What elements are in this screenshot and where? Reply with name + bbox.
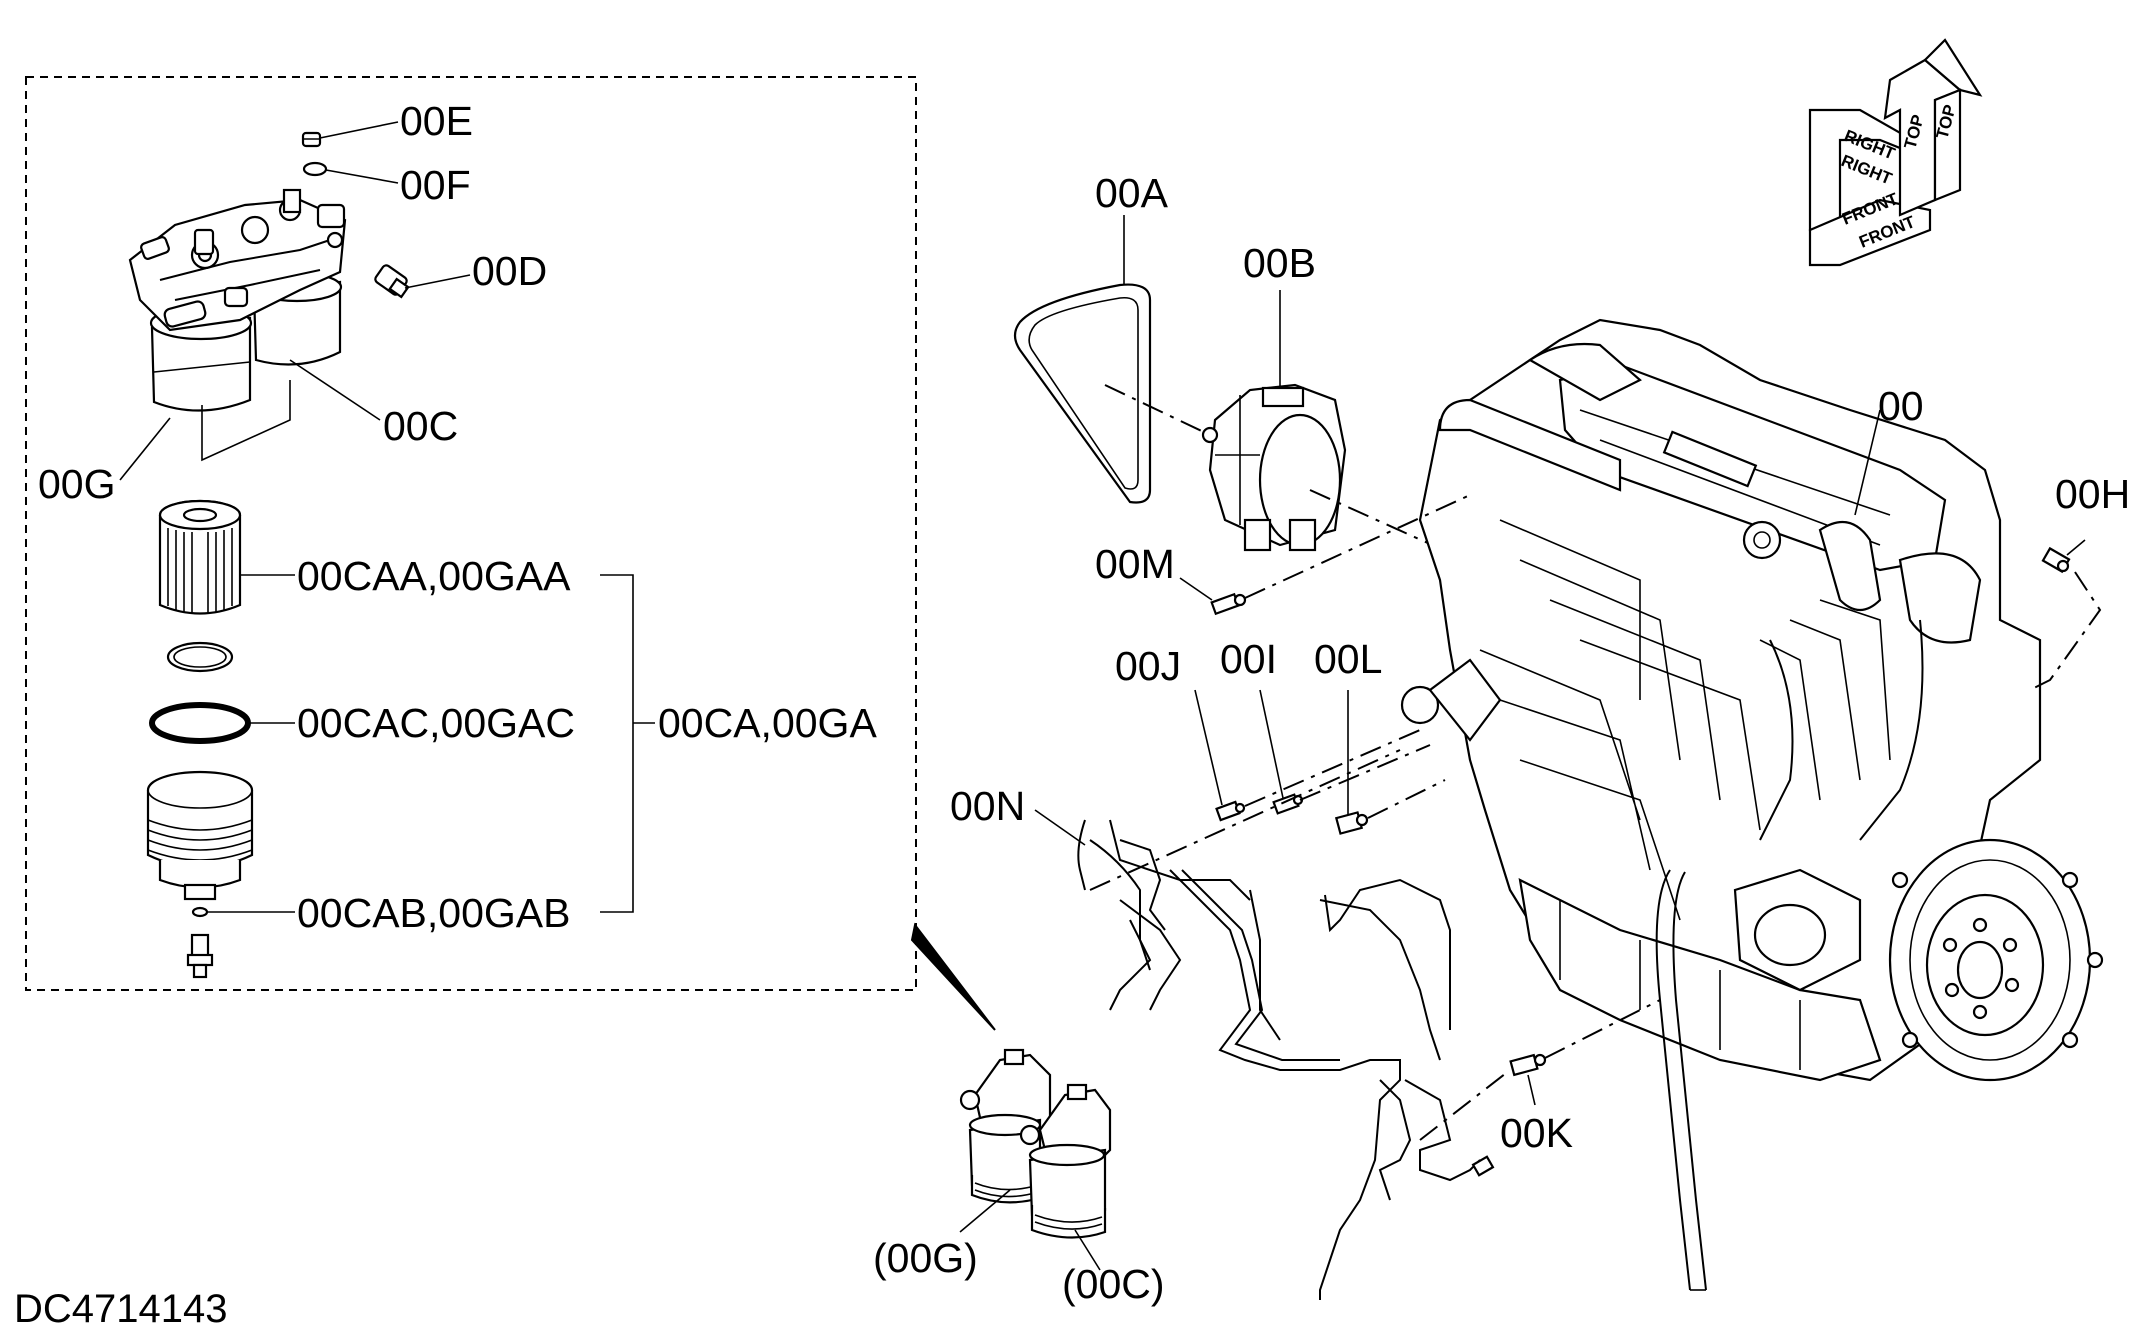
sensor-i-dash-line [1299,744,1431,801]
sensor-h-dash-line [2029,571,2102,691]
callout-oring-large: 00CAC,00GAC [297,700,575,746]
callout-element: 00CAA,00GAA [297,553,571,599]
callout-assembly-right: (00C) [1062,1261,1165,1307]
sensor-j [1215,800,1246,822]
harness-dash-line [1089,749,1401,891]
wiring-harness [1077,819,1495,1300]
sensor-h [2041,546,2071,574]
inset-pointer-arrow [910,922,996,1031]
drive-belt [1013,283,1152,504]
callout-00G: 00G [38,461,116,507]
callout-00M: 00M [1095,541,1175,587]
alternator [1201,383,1347,552]
sensor-i [1272,793,1304,815]
filter-bowl [146,770,254,901]
engine-assembly [1400,318,2104,1291]
callout-00C: 00C [383,403,458,449]
detail-inset-frame [25,76,917,991]
callout-00H: 00H [2055,471,2130,517]
callout-00L: 00L [1314,636,1382,682]
belt-dash-line [1104,384,1211,436]
callout-00D: 00D [472,248,547,294]
sensor-j-dash-line [1244,729,1421,807]
sensor-k-dash-line [1544,999,1661,1059]
bowl-bracket-line [201,380,291,462]
sensor-m [1210,592,1247,616]
callout-00F: 00F [400,162,471,208]
sensor-k [1509,1053,1547,1077]
small-o-ring [191,906,209,918]
large-o-ring [149,702,251,744]
callout-00E: 00E [400,98,473,144]
callout-00K: 00K [1500,1110,1573,1156]
callout-oring-small: 00CAB,00GAB [297,890,571,936]
switch-part [374,264,410,299]
callout-00J: 00J [1115,643,1181,689]
sensor-l [1334,811,1369,835]
plug-part [301,131,322,148]
drain-screw [186,933,214,979]
orientation-indicator: TOP TOP RIGHT RIGHT FRONT FRONT [1808,38,1983,267]
callout-00N: 00N [950,783,1025,829]
element-seal-ring [166,641,234,673]
document-number: DC4714143 [14,1287,228,1331]
callout-00A: 00A [1095,170,1169,216]
callout-00I: 00I [1220,636,1277,682]
inset-leaders [119,121,655,913]
callout-assembly-left: (00G) [873,1235,978,1281]
filter-element [158,499,242,615]
filter-head-assembly [128,188,347,412]
callout-element-set: 00CA,00GA [658,700,877,746]
gasket-part [302,161,328,177]
callout-00: 00 [1878,383,1924,429]
callout-00B: 00B [1243,240,1316,286]
sensor-l-dash-line [1367,779,1446,819]
fuel-filter-assembly [959,1048,1112,1239]
